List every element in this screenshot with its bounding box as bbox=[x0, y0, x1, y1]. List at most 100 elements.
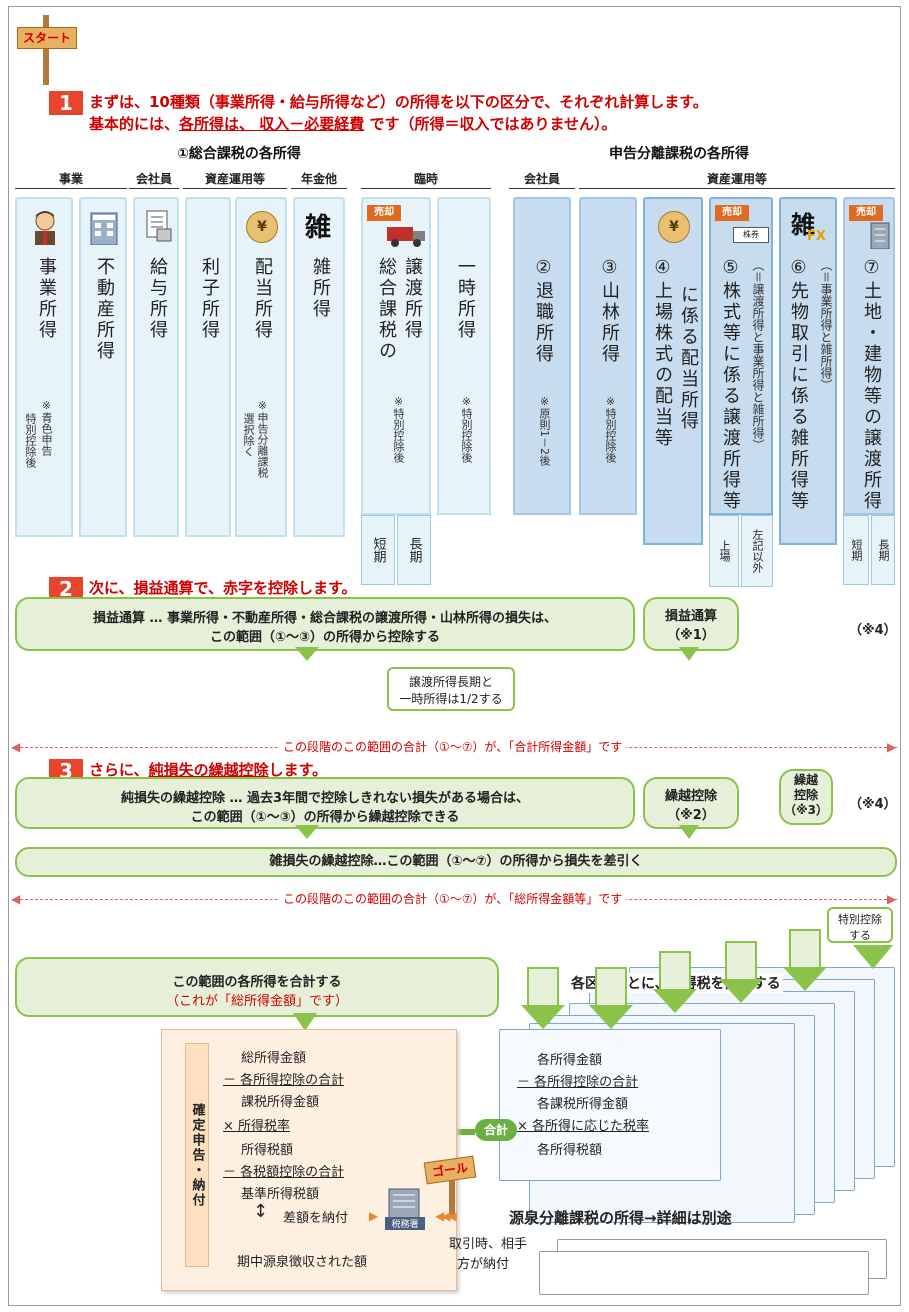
kubun-sheet-front bbox=[499, 1029, 721, 1181]
gokei-button[interactable]: 合計 bbox=[475, 1119, 517, 1141]
updown-arrow-icon: ↕ bbox=[253, 1201, 269, 1222]
step1-line2-a: 基本的には、 bbox=[89, 115, 180, 133]
step2-bubble-a1: 損益通算 … 事業所得・不動産所得・総合課税の譲渡所得・山林所得の損失は、 bbox=[92, 611, 558, 626]
goal-sign: ゴール bbox=[421, 1153, 481, 1217]
special-a: 特別控除 bbox=[838, 913, 882, 926]
gensen-title: 源泉分離課税の所得→詳細は別途 bbox=[509, 1209, 732, 1227]
sum-bubble-a: この範囲の各所得を合計する bbox=[172, 975, 342, 990]
card-rishi: 利子所得 bbox=[185, 197, 231, 537]
card-sanrin-name: ③山林所得 bbox=[599, 257, 620, 365]
card-joto-note: ※特別控除後 bbox=[392, 395, 405, 463]
fx-icon: 雑 FX bbox=[791, 205, 831, 249]
card-jigyo-note-a: ※青色申告 bbox=[40, 399, 53, 456]
right-calc-4: × 各所得に応じた税率 bbox=[517, 1119, 650, 1134]
half-note: 譲渡所得長期と 一時所得は1/2する bbox=[387, 667, 515, 711]
card-joto-name-a: 譲渡所得 bbox=[402, 257, 423, 341]
card-taishoku-name: ②退職所得 bbox=[533, 257, 554, 365]
money-bag-icon-2: ¥ bbox=[658, 211, 690, 243]
step3-title-a: さらに、 bbox=[89, 761, 149, 779]
left-calc-4: × 所得税率 bbox=[223, 1119, 291, 1134]
card-sanrin-note: ※特別控除後 bbox=[604, 395, 617, 463]
right-calc-3: 各課税所得金額 bbox=[537, 1097, 629, 1112]
card-joto-name-b: 総合課税の bbox=[376, 257, 397, 362]
kakutei-side-label: 確定申告・納付 bbox=[189, 1102, 205, 1208]
step3-bubble-b2: （※2） bbox=[667, 808, 715, 823]
cat-rinji: 臨時 bbox=[413, 172, 438, 186]
step3-title: さらに、純損失の繰越控除します。 bbox=[89, 759, 327, 780]
step1-line2-c: です（所得＝収入ではありません）。 bbox=[364, 115, 617, 133]
half-note-b: 一時所得は1/2する bbox=[399, 692, 503, 706]
tax-office-label: 税務署 bbox=[385, 1217, 425, 1230]
step2-bubble-a2: この範囲（①～③）の所得から控除する bbox=[209, 630, 440, 645]
left-calc-7: 基準所得税額 bbox=[241, 1187, 320, 1202]
sale-icon: 売却 bbox=[367, 205, 427, 249]
special-b: する bbox=[849, 929, 871, 942]
person-icon bbox=[29, 209, 61, 245]
card-zatsu: 雑 雑所得 bbox=[293, 197, 345, 537]
step3-note4: （※4） bbox=[849, 797, 897, 812]
stock-cert-icon: 株券 bbox=[733, 227, 769, 243]
salary-slip-icon bbox=[143, 209, 173, 243]
sum-bubble: この範囲の各所得を合計する （これが「総所得金額」です） bbox=[15, 957, 499, 1017]
section-bunri: 申告分離課税の各所得 bbox=[609, 146, 749, 162]
fx-label: FX bbox=[807, 229, 826, 244]
step3-bubble-kurikoshi-3: 繰越 控除 （※3） bbox=[779, 769, 833, 825]
card-jigyo-note-b: 特別控除後 bbox=[24, 413, 37, 468]
building-icon bbox=[89, 209, 119, 246]
total-gokei-shotoku: この段階のこの範囲の合計（①～⑦）が、「合計所得金額」です bbox=[279, 738, 627, 755]
cat-kaishain2: 会社員 bbox=[523, 172, 560, 186]
step3-bubble-c3: （※3） bbox=[783, 803, 829, 817]
section-sogo: ①総合課税の各所得 bbox=[177, 146, 301, 162]
card-joto: 売却 譲渡所得 総合課税の ※特別控除後 bbox=[361, 197, 431, 515]
step2-bubble-sonekitsusan-b: 損益通算 （※1） bbox=[643, 597, 739, 651]
misc-icon: 雑 bbox=[305, 213, 332, 243]
card-kabushiki-paren: （＝譲渡所得と事業所得と雑所得） bbox=[751, 259, 765, 452]
left-calc-8: 差額を納付 bbox=[283, 1211, 349, 1226]
card-sakimono-paren: （＝事業所得と雑所得） bbox=[819, 259, 833, 392]
total-sou-shotoku: この段階のこの範囲の合計（①～⑦）が、「総所得金額等」です bbox=[279, 890, 627, 907]
cat-shisan1: 資産運用等 bbox=[204, 172, 265, 186]
card-jojo-haito-name-b: に係る配当所得 bbox=[678, 285, 699, 432]
right-calc-5: 各所得税額 bbox=[537, 1143, 603, 1158]
step1-line2: 基本的には、各所得は、 収入－必要経費 です（所得＝収入ではありません）。 bbox=[89, 113, 617, 134]
card-sakimono: 雑 FX ⑥先物取引に係る雑所得等 （＝事業所得と雑所得） bbox=[779, 197, 837, 545]
money-bag-icon: ¥ bbox=[246, 211, 278, 243]
cat-jigyo: 事業 bbox=[58, 172, 83, 186]
card-haito-name: 配当所得 bbox=[252, 257, 273, 341]
card-rishi-name: 利子所得 bbox=[199, 257, 220, 341]
tochi-long: 長期 bbox=[871, 515, 895, 585]
step3-bubble-junsonshitsu: 純損失の繰越控除 … 過去3年間で控除しきれない損失がある場合は、 この範囲（①… bbox=[15, 777, 635, 829]
gensen-b: 方が納付 bbox=[457, 1257, 510, 1272]
left-calc-6: － 各税額控除の合計 bbox=[223, 1165, 345, 1180]
card-kabushiki-name: ⑤株式等に係る譲渡所得等 bbox=[720, 257, 741, 512]
step2-title: 次に、損益通算で、赤字を控除します。 bbox=[89, 579, 357, 597]
step1-line2-b: 各所得は、 収入－必要経費 bbox=[179, 115, 365, 133]
card-zatsu-name: 雑所得 bbox=[310, 257, 331, 320]
card-fudosan-name: 不動産所得 bbox=[94, 257, 115, 362]
left-calc-3: 課税所得金額 bbox=[241, 1095, 320, 1110]
step2-note4: （※4） bbox=[849, 623, 897, 638]
step2-bubble-b1: 損益通算 bbox=[664, 609, 717, 624]
card-tochi-name: ⑦土地・建物等の譲渡所得 bbox=[861, 257, 882, 512]
gensen-a: 取引時、相手 bbox=[449, 1237, 528, 1252]
step1-line1: まずは、10種類（事業所得・給与所得など）の所得を以下の区分で、それぞれ計算しま… bbox=[89, 93, 708, 111]
right-calc-1: 各所得金額 bbox=[537, 1053, 603, 1068]
step3-bubble-c2: 控除 bbox=[793, 788, 818, 802]
step1-number: 1 bbox=[49, 91, 83, 115]
left-calc-1: 総所得金額 bbox=[241, 1051, 307, 1066]
tax-office-icon: 税務署 bbox=[385, 1185, 425, 1231]
kabushiki-jojo: 上場 bbox=[709, 515, 739, 587]
joto-short: 短期 bbox=[361, 515, 395, 585]
cat-kaishain1: 会社員 bbox=[135, 172, 172, 186]
card-sakimono-name: ⑥先物取引に係る雑所得等 bbox=[788, 257, 809, 512]
card-haito: ¥ 配当所得 ※申告分離課税 選択除く bbox=[235, 197, 287, 537]
joto-long: 長期 bbox=[397, 515, 431, 585]
zatsu-sonshitsu-bubble: 雑損失の繰越控除…この範囲（①～⑦）の所得から損失を差引く bbox=[15, 847, 897, 877]
card-kyuyo-name: 給与所得 bbox=[147, 257, 168, 341]
card-fudosan: 不動産所得 bbox=[79, 197, 127, 537]
card-haito-note-a: ※申告分離課税 bbox=[256, 399, 269, 478]
card-haito-note-b: 選択除く bbox=[242, 413, 255, 457]
step2-bubble-b2: （※1） bbox=[667, 628, 715, 643]
card-tochi: 売却 ⑦土地・建物等の譲渡所得 bbox=[843, 197, 895, 515]
step3-bubble-kurikoshi: 繰越控除 （※2） bbox=[643, 777, 739, 829]
